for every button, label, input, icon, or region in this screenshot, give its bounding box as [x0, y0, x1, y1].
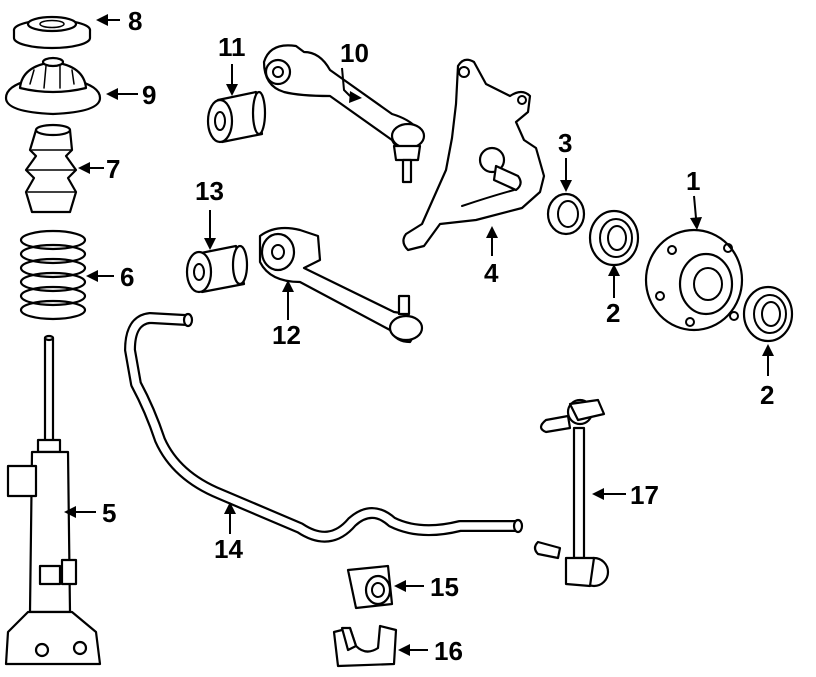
- callout-2-lower: 2: [760, 380, 774, 410]
- callout-16: 16: [434, 636, 463, 666]
- callout-13: 13: [195, 176, 224, 206]
- part-3-seal: [546, 192, 586, 236]
- part-10-upper-control-arm: [262, 44, 426, 184]
- leader-lines: [64, 14, 774, 656]
- callout-8: 8: [128, 6, 142, 36]
- callout-9: 9: [142, 80, 156, 110]
- callout-12: 12: [272, 320, 301, 350]
- callout-14: 14: [214, 534, 243, 564]
- part-16-stabilizer-bracket: [332, 624, 398, 668]
- part-2-bearing-upper: [588, 209, 640, 267]
- part-13-bushing: [185, 244, 249, 294]
- callout-4: 4: [484, 258, 499, 288]
- callout-15: 15: [430, 572, 459, 602]
- part-4-steering-knuckle: [402, 58, 546, 252]
- part-5-strut-assembly: [4, 334, 102, 666]
- part-1-wheel-hub: [644, 228, 744, 332]
- part-12-lower-control-arm: [258, 226, 424, 344]
- part-9-strut-mount: [4, 56, 102, 116]
- callout-17: 17: [630, 480, 659, 510]
- callout-7: 7: [106, 154, 120, 184]
- callout-1: 1: [686, 166, 700, 196]
- callout-10: 10: [340, 38, 369, 68]
- callout-11: 11: [218, 32, 246, 62]
- part-11-bushing: [206, 90, 267, 144]
- callout-3: 3: [558, 128, 572, 158]
- callout-6: 6: [120, 262, 134, 292]
- callout-2-upper: 2: [606, 298, 620, 328]
- part-14-stabilizer-bar: [124, 312, 524, 543]
- part-8-strut-mount-plate: [12, 15, 92, 50]
- callout-5: 5: [102, 498, 116, 528]
- part-7-dust-boot: [24, 123, 78, 214]
- part-17-stabilizer-link: [533, 398, 610, 588]
- part-2-bearing-lower: [742, 285, 794, 343]
- part-6-coil-spring: [19, 229, 87, 321]
- part-15-stabilizer-bushing: [346, 564, 394, 610]
- callout-labels: 8 9 7 6 5 11 10 13 12 4 3 2 1 2 14 15 16…: [102, 6, 774, 666]
